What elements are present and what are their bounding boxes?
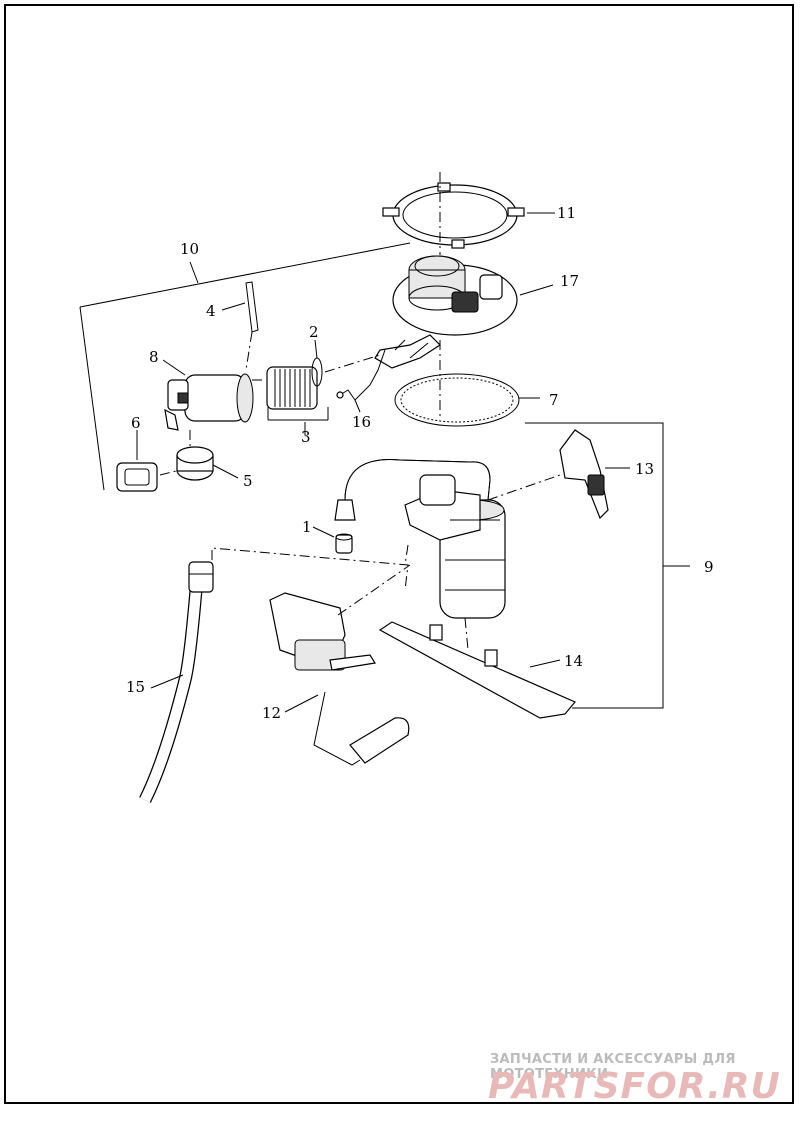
part-4-clip xyxy=(245,281,259,371)
part-15-fuel-hose xyxy=(139,561,214,803)
callout-4: 4 xyxy=(206,302,216,320)
callout-3: 3 xyxy=(301,428,311,446)
part-1-fitting xyxy=(312,459,491,554)
watermark-tagline: ЗАПЧАСТИ И АКСЕССУАРЫ ДЛЯ МОТОТЕХНИКИ xyxy=(490,1052,736,1082)
leader-lines xyxy=(150,212,630,713)
callout-12: 12 xyxy=(262,704,281,722)
callout-9: 9 xyxy=(704,558,714,576)
part-3-fuel-filter xyxy=(266,366,329,421)
part-16-wire-harness xyxy=(336,349,386,413)
part-9-assembly-bracket xyxy=(525,422,690,709)
callout-1: 1 xyxy=(302,518,312,536)
callout-17: 17 xyxy=(560,272,579,290)
part-8-fuel-pump xyxy=(164,373,265,431)
callout-16: 16 xyxy=(352,413,371,431)
callout-5: 5 xyxy=(243,472,253,490)
callout-13: 13 xyxy=(635,460,654,478)
callout-10: 10 xyxy=(180,240,199,258)
part-13-sender-connector xyxy=(487,429,609,520)
callout-15: 15 xyxy=(126,678,145,696)
watermark-logo: PARTSFOR.RU xyxy=(488,1066,781,1107)
part-17-flange-cover xyxy=(374,255,518,369)
callout-2: 2 xyxy=(309,323,319,341)
part-7-o-ring xyxy=(394,340,520,427)
part-2-small-o-ring xyxy=(311,339,381,387)
part-6-clip xyxy=(116,430,181,492)
part-5-pressure-regulator xyxy=(176,430,239,481)
callout-6: 6 xyxy=(131,414,141,432)
callout-labels: 1 2 3 4 5 6 7 8 9 10 11 12 13 14 15 16 1… xyxy=(126,204,714,722)
callout-8: 8 xyxy=(149,348,159,366)
callout-11: 11 xyxy=(557,204,576,222)
callout-7: 7 xyxy=(549,391,559,409)
part-12-fuel-level-sender xyxy=(269,564,411,766)
callout-14: 14 xyxy=(564,652,583,670)
pump-assembly-body xyxy=(404,474,506,651)
part-10-assembly-bracket xyxy=(79,242,411,491)
part-14-strainer xyxy=(378,621,576,719)
drawing-frame xyxy=(4,4,794,1104)
part-11-retaining-plate xyxy=(382,172,525,255)
